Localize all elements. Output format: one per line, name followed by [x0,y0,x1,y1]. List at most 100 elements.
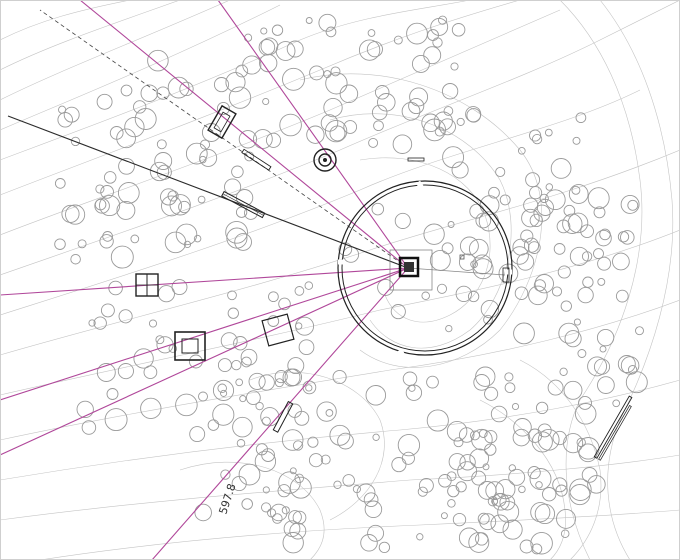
tree-canopy [167,76,190,99]
tree-canopy [100,303,115,318]
tree-canopy [358,39,381,61]
contour-line [0,0,471,161]
tree-canopy [226,227,248,249]
tree-canopy [441,242,454,255]
tree-canopy [231,359,242,371]
tree-canopy [267,508,277,518]
tree-canopy [569,484,591,506]
tree-canopy [325,409,334,417]
tree-canopy [316,401,337,422]
tree-canopy [393,35,403,45]
tree-canopy [484,386,499,401]
tree-canopy [212,403,235,426]
tree-canopy [447,221,455,228]
tree-canopy [423,118,446,142]
tree-canopy [232,416,253,438]
tree-canopy [593,358,611,375]
tree-canopy [475,212,492,229]
tree-canopy [617,231,630,243]
tree-canopy [342,474,355,487]
tree-canopy [587,475,606,494]
tree-canopy [242,55,262,75]
tree-canopy [268,291,279,303]
tree-canopy [587,187,610,210]
tree-canopies [54,13,648,555]
tree-canopy [490,405,508,423]
tree-canopy [531,133,543,145]
tree-canopy [288,510,302,524]
tree-canopy [324,119,348,143]
wall-east [593,395,633,461]
pavilion-west-b [174,331,206,361]
tree-canopy [508,464,516,472]
tree-canopy [471,470,487,486]
contour-line [479,399,566,560]
sightline-magenta [79,0,409,269]
tree-canopy [70,253,81,265]
tree-canopy [458,253,477,271]
tree-canopy [544,128,553,137]
tree-canopy [512,428,531,447]
tree-canopy [423,46,442,65]
tree-canopy [254,450,277,473]
tree-canopy [490,514,510,534]
tree-canopy [63,106,80,123]
tree-canopy [81,420,97,435]
tree-canopy [323,70,332,79]
tree-canopy [220,332,238,350]
tree-canopy [417,486,428,497]
tree-canopy [117,182,140,204]
tree-canopy [562,213,583,234]
tree-canopy [550,158,572,179]
tree-canopy [563,380,583,400]
tree-canopy [627,199,639,211]
tree-canopy [333,480,342,489]
tree-canopy [283,520,301,538]
tree-canopy [627,365,638,375]
tree-canopy [106,388,119,400]
tree-canopy [511,402,520,411]
tree-canopy [261,502,272,513]
tree-canopy [306,125,325,144]
tree-canopy [456,117,465,126]
tree-canopy [156,139,167,150]
tree-canopy [502,519,523,540]
tree-canopy [140,397,162,420]
tree-canopy [513,418,532,437]
tree-canopy [233,336,248,351]
tree-canopy [287,403,302,418]
tree-canopy [96,93,113,110]
tree-canopy [133,100,147,114]
tree-canopy [338,242,353,257]
tree-canopy [253,129,273,149]
tree-canopy [212,379,235,401]
tree-canopy [531,543,543,555]
tree-canopy [452,512,467,527]
tree-canopy [100,185,114,199]
tree-canopy [179,81,194,97]
tree-canopy [533,279,546,292]
tree-canopy [574,403,597,425]
small-marker [459,254,465,260]
tree-canopy [140,84,159,102]
tree-canopy [485,481,505,500]
tree-canopy [440,512,448,520]
tree-canopy [430,17,449,36]
tree-canopy [401,101,421,121]
tree-canopy [309,65,325,81]
tree-canopy [235,64,249,78]
tree-canopy [480,299,500,319]
tree-canopy [378,541,391,554]
tree-canopy [483,314,493,325]
bench-southwest [272,400,294,433]
tree-canopy [467,290,480,303]
tree-canopy [360,534,378,552]
tree-canopy [367,524,385,542]
tree-canopy [582,276,594,288]
tree-canopy [599,228,611,241]
tree-canopy [448,453,466,471]
tree-canopy [580,224,594,239]
ring-gap [415,180,425,190]
tree-canopy [471,428,493,451]
